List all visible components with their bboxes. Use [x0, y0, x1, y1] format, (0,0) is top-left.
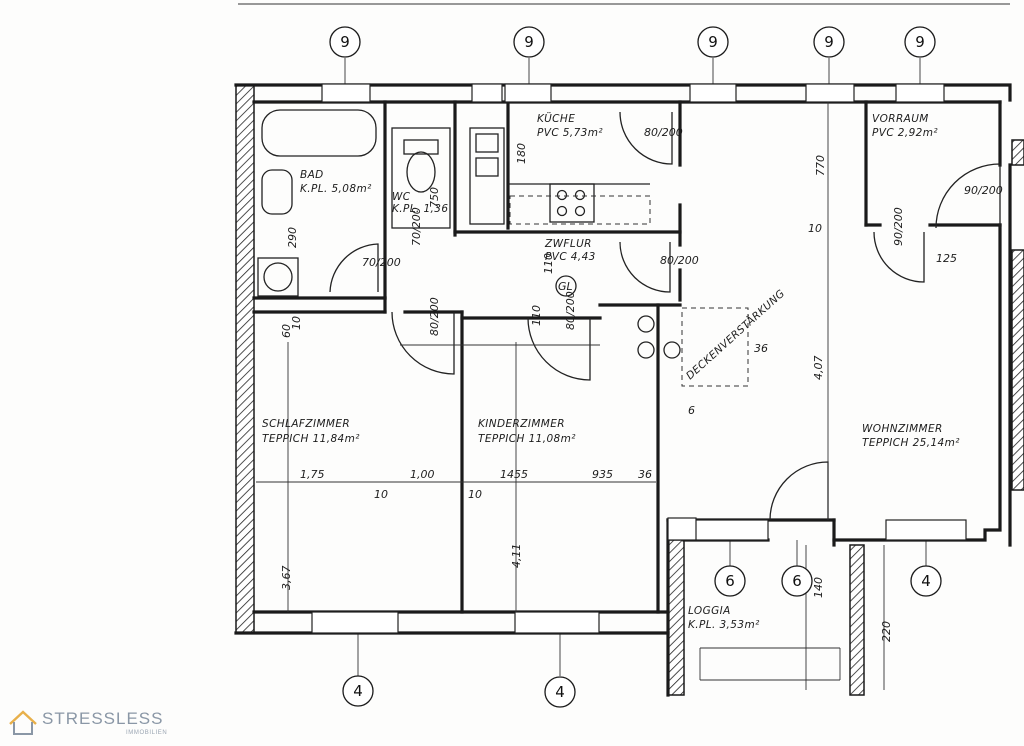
dim-vorraum-door: 90/200	[892, 207, 905, 246]
axis-markers-bottom: 6 6 4 4 4	[342, 565, 942, 708]
axis-label-top-3: 9	[708, 33, 718, 51]
axis-marker-top-1	[329, 26, 361, 58]
room-labels: KÜCHE PVC 5,73m² VORRAUM PVC 2,92m² BAD …	[262, 112, 960, 631]
room-name-kueche: KÜCHE	[537, 112, 575, 125]
dim-kz-110: 110	[530, 305, 543, 326]
dim-wz-407: 4,07	[812, 356, 825, 381]
axis-marker-bottom-1	[714, 565, 746, 597]
dim-flur-door: 80/200	[660, 254, 699, 267]
house-logo-icon	[9, 710, 37, 735]
dim-kz-door: 80/200	[564, 291, 577, 330]
east-wall-stub-1	[1011, 139, 1024, 166]
logo-subtitle: IMMOBILIEN	[126, 730, 168, 736]
ceiling-reinforcement-label: DECKENVERSTÄRKUNG	[683, 287, 787, 383]
dim-sz-175: 1,75	[300, 468, 325, 481]
dim-wz-6: 6	[688, 404, 695, 417]
stressless-logo: STRESSLESS IMMOBILIEN	[8, 708, 168, 742]
room-floor-schlafzimmer: TEPPICH 11,84m²	[262, 433, 360, 445]
axis-label-top-4: 9	[824, 33, 834, 51]
dim-sz-367: 3,67	[280, 566, 293, 591]
axis-label-top-2: 9	[524, 33, 534, 51]
room-name-wohnzimmer: WOHNZIMMER	[862, 423, 943, 435]
room-name-loggia: LOGGIA	[688, 605, 731, 617]
room-name-vorraum: VORRAUM	[872, 113, 929, 125]
axis-label-bottom-4: 4	[353, 682, 363, 700]
axis-label-top-1: 9	[340, 33, 350, 51]
dim-mid-10a: 10	[374, 488, 388, 501]
dim-125: 125	[936, 252, 957, 265]
room-name-schlafzimmer: SCHLAFZIMMER	[262, 418, 350, 430]
riser-symbol-2	[637, 341, 655, 359]
gl-label: GL	[558, 280, 573, 293]
axis-marker-top-5	[904, 26, 936, 58]
door-swings	[329, 111, 1001, 521]
loggia-east-wall	[849, 544, 865, 696]
axis-marker-top-2	[513, 26, 545, 58]
axis-marker-bottom-5	[544, 676, 576, 708]
dim-sz-door: 80/200	[428, 297, 441, 336]
room-floor-vorraum: PVC 2,92m²	[872, 127, 938, 139]
dim-kz-36: 36	[638, 468, 652, 481]
dim-wc-door: 70/200	[410, 207, 423, 246]
dim-bad-door: 70/200	[362, 256, 401, 269]
dim-wc-750: 750	[428, 187, 441, 208]
walls	[234, 83, 1012, 697]
dim-bad-290: 290	[286, 227, 299, 248]
dim-kz-411: 4,11	[510, 544, 523, 569]
dim-loggia-220: 220	[880, 621, 893, 642]
dim-sz-60: 60	[280, 324, 293, 338]
axis-marker-top-3	[697, 26, 729, 58]
room-floor-kinderzimmer: TEPPICH 11,08m²	[478, 433, 576, 445]
dim-mid-10b: 10	[468, 488, 482, 501]
dim-kz-1455: 1455	[500, 468, 528, 481]
axis-label-bottom-3: 4	[921, 572, 931, 590]
riser-symbol-3	[663, 341, 681, 359]
room-name-bad: BAD	[300, 169, 324, 181]
room-floor-wc: K.PL. 1,36	[392, 203, 448, 215]
dimension-labels: 80/200 180 770 90/200 90/200 290 70/200 …	[280, 126, 1003, 642]
axis-lines	[344, 58, 927, 676]
room-floor-loggia: K.PL. 3,53m²	[688, 619, 760, 631]
axis-label-bottom-2: 6	[792, 572, 802, 590]
dim-deck-36: 36	[754, 342, 768, 355]
logo-name: STRESSLESS	[42, 709, 164, 728]
dim-770: 770	[814, 155, 827, 176]
axis-marker-top-4	[813, 26, 845, 58]
dim-kz-935: 935	[592, 468, 613, 481]
dim-kitchen-door: 80/200	[644, 126, 683, 139]
dim-sz-100: 1,00	[410, 468, 435, 481]
riser-symbol-1	[637, 315, 655, 333]
axis-marker-bottom-4	[342, 675, 374, 707]
room-name-kinderzimmer: KINDERZIMMER	[478, 418, 565, 430]
dim-flur-110: 110	[542, 253, 555, 274]
room-floor-zwflur: PVC 4,43	[545, 251, 596, 263]
axis-label-bottom-1: 6	[725, 572, 735, 590]
axis-marker-bottom-2	[781, 565, 813, 597]
gl-marker	[555, 275, 577, 297]
dim-entry-door: 90/200	[964, 184, 1003, 197]
bath-fixtures	[257, 109, 451, 297]
axis-label-top-5: 9	[915, 33, 925, 51]
dim-loggia-140: 140	[812, 577, 825, 598]
dim-sz-10: 10	[290, 316, 303, 330]
counter-outline	[509, 195, 651, 225]
dim-wz-10: 10	[808, 222, 822, 235]
axis-marker-bottom-3	[910, 565, 942, 597]
room-floor-kueche: PVC 5,73m²	[537, 127, 603, 139]
room-name-zwflur: ZWFLUR	[544, 238, 592, 250]
room-name-wc: WC	[392, 191, 411, 203]
dim-kitchen-180: 180	[515, 143, 528, 164]
axis-label-bottom-5: 4	[555, 683, 565, 701]
east-wall-stub-2	[1011, 249, 1024, 491]
room-floor-bad: K.PL. 5,08m²	[300, 183, 372, 195]
kitchen-fixtures	[469, 127, 650, 225]
windows	[311, 83, 967, 634]
loggia-west-wall	[667, 539, 685, 696]
west-wall	[235, 84, 255, 634]
room-floor-wohnzimmer: TEPPICH 25,14m²	[862, 437, 960, 449]
axis-markers-top: 9 9 9 9 9	[329, 26, 936, 58]
